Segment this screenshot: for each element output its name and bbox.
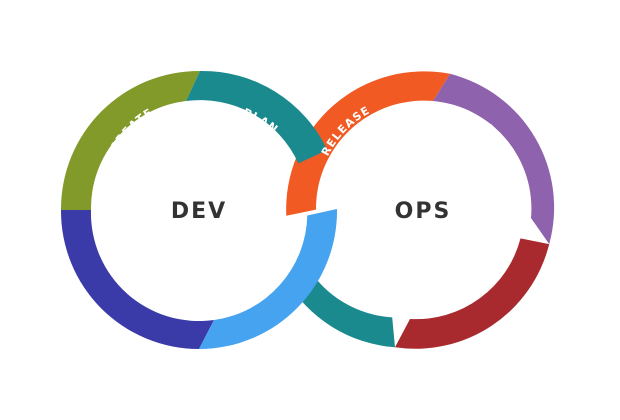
create-segment <box>60 70 200 210</box>
plan-segment <box>186 70 328 164</box>
package-segment <box>199 209 338 349</box>
verify-segment <box>60 210 215 349</box>
configure-segment <box>433 73 555 245</box>
monitor-segment <box>395 238 550 349</box>
ops-title: OPS <box>395 199 452 224</box>
dev-title: DEV <box>171 199 227 224</box>
